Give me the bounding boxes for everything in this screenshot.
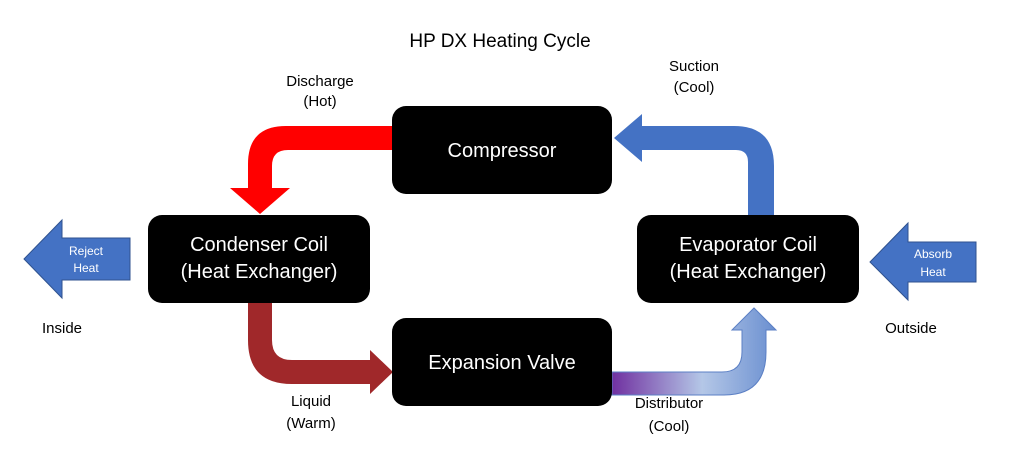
compressor-box: Compressor (392, 106, 612, 194)
suction-label-line1: Suction (669, 58, 719, 75)
liquid-label-line2: (Warm) (286, 415, 335, 432)
condenser-coil-box: Condenser Coil (Heat Exchanger) (148, 215, 370, 303)
absorb-heat-label-line1: Absorb (914, 247, 952, 261)
suction-pipe (614, 114, 774, 216)
evaporator-label-line2: (Heat Exchanger) (670, 261, 827, 283)
compressor-label: Compressor (448, 140, 557, 162)
reject-heat-label-line1: Reject (69, 244, 104, 258)
liquid-pipe (248, 303, 393, 394)
absorb-heat-arrow: Absorb Heat (869, 221, 977, 302)
distributor-label-line1: Distributor (635, 395, 703, 412)
suction-label-line2: (Cool) (674, 79, 715, 96)
inside-label: Inside (42, 320, 82, 337)
expansion-valve-label: Expansion Valve (428, 352, 576, 374)
liquid-label-line1: Liquid (291, 393, 331, 410)
expansion-valve-box: Expansion Valve (392, 318, 612, 406)
condenser-label-line2: (Heat Exchanger) (181, 261, 338, 283)
reject-heat-label-line2: Heat (73, 261, 99, 275)
absorb-heat-label-line2: Heat (920, 265, 946, 279)
outside-label: Outside (885, 320, 937, 337)
discharge-label-line2: (Hot) (303, 93, 336, 110)
evaporator-label-line1: Evaporator Coil (679, 234, 817, 256)
reject-heat-arrow: Reject Heat (23, 218, 131, 300)
discharge-label-line1: Discharge (286, 73, 354, 90)
evaporator-coil-box: Evaporator Coil (Heat Exchanger) (637, 215, 859, 303)
distributor-label-line2: (Cool) (649, 418, 690, 435)
discharge-pipe (230, 126, 392, 214)
condenser-label-line1: Condenser Coil (190, 234, 328, 256)
distributor-pipe (611, 307, 778, 396)
diagram-title: HP DX Heating Cycle (409, 31, 590, 52)
